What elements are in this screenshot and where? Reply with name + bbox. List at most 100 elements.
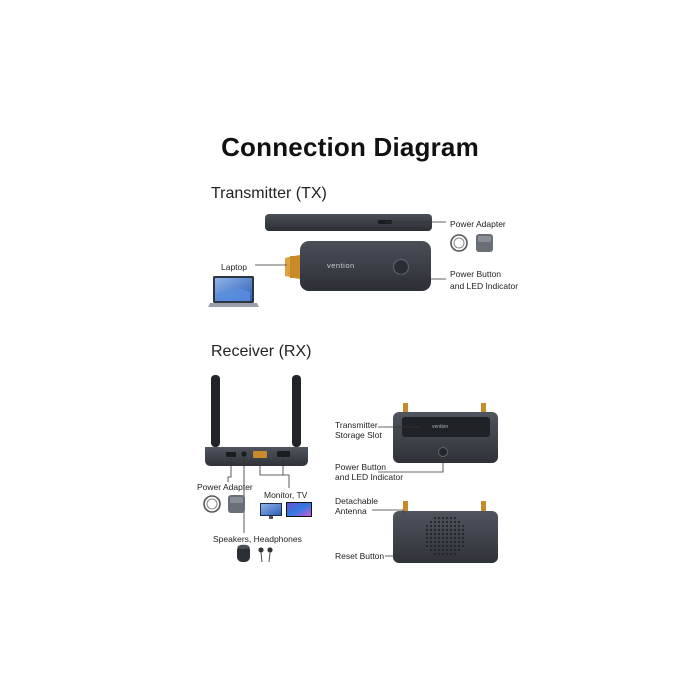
vent-hole bbox=[453, 528, 457, 532]
vent-hole bbox=[453, 520, 457, 524]
rx-audio-port bbox=[241, 451, 247, 457]
vent-hole bbox=[453, 524, 457, 528]
vent-hole bbox=[429, 548, 433, 552]
power-adapter-icon bbox=[450, 234, 493, 252]
vent-hole bbox=[433, 552, 437, 556]
vent-hole bbox=[433, 536, 437, 540]
vent-hole bbox=[429, 536, 433, 540]
vent-hole bbox=[441, 520, 445, 524]
vent-hole bbox=[457, 528, 461, 532]
vent-hole bbox=[453, 540, 457, 544]
rx-brand-logo: vention bbox=[432, 424, 449, 430]
vent-hole bbox=[433, 540, 437, 544]
rx-power-adapter-icon bbox=[203, 495, 245, 513]
vent-hole bbox=[453, 552, 457, 556]
vent-hole bbox=[449, 544, 453, 548]
speaker-icon bbox=[237, 544, 250, 562]
vent-hole bbox=[457, 524, 461, 528]
vent-hole bbox=[433, 532, 437, 536]
vent-hole bbox=[461, 544, 465, 548]
vent-hole bbox=[457, 532, 461, 536]
vent-hole bbox=[433, 520, 437, 524]
transmitter-storage-slot bbox=[402, 417, 490, 437]
vent-hole bbox=[449, 540, 453, 544]
rx-vga-port bbox=[253, 451, 267, 458]
vent-hole bbox=[461, 524, 465, 528]
vent-hole bbox=[457, 544, 461, 548]
vent-hole bbox=[445, 524, 449, 528]
vent-hole bbox=[441, 524, 445, 528]
vent-hole bbox=[461, 536, 465, 540]
vent-hole bbox=[441, 548, 445, 552]
tx-heading: Transmitter (TX) bbox=[211, 185, 327, 202]
vent-hole bbox=[433, 544, 437, 548]
vent-hole bbox=[449, 536, 453, 540]
vent-hole bbox=[437, 524, 441, 528]
vent-hole bbox=[425, 528, 429, 532]
vent-hole bbox=[449, 532, 453, 536]
vent-hole bbox=[461, 532, 465, 536]
vent-hole bbox=[461, 540, 465, 544]
vent-hole bbox=[429, 528, 433, 532]
vent-hole bbox=[433, 516, 437, 520]
vent-hole bbox=[445, 548, 449, 552]
vent-hole bbox=[437, 552, 441, 556]
vent-hole bbox=[453, 548, 457, 552]
tx-label-power-adapter: Power Adapter bbox=[450, 219, 506, 229]
vent-hole bbox=[441, 536, 445, 540]
vent-hole bbox=[441, 516, 445, 520]
vent-hole bbox=[449, 552, 453, 556]
tx-power-button bbox=[392, 258, 410, 276]
vent-hole bbox=[425, 544, 429, 548]
vent-hole bbox=[429, 524, 433, 528]
vent-hole bbox=[437, 520, 441, 524]
vent-hole bbox=[449, 516, 453, 520]
vent-hole bbox=[441, 540, 445, 544]
tx-label-laptop: Laptop bbox=[221, 262, 247, 272]
vent-hole bbox=[457, 536, 461, 540]
vent-hole bbox=[429, 540, 433, 544]
monitor-tv-icon bbox=[260, 502, 312, 519]
rx-heading: Receiver (RX) bbox=[211, 343, 312, 360]
vent-hole bbox=[445, 520, 449, 524]
vent-hole bbox=[429, 532, 433, 536]
vent-hole bbox=[457, 548, 461, 552]
vent-hole bbox=[449, 520, 453, 524]
rx-label-power-button-2: and LED Indicator bbox=[335, 472, 404, 482]
vent-hole bbox=[441, 528, 445, 532]
vent-hole bbox=[437, 536, 441, 540]
vent-hole bbox=[453, 532, 457, 536]
vent-hole bbox=[429, 520, 433, 524]
vent-hole bbox=[425, 536, 429, 540]
vent-hole bbox=[433, 524, 437, 528]
vent-hole bbox=[445, 552, 449, 556]
tx-top-view bbox=[265, 214, 432, 231]
vent-hole bbox=[437, 540, 441, 544]
vent-hole bbox=[453, 516, 457, 520]
tx-brand-logo: vention bbox=[327, 261, 355, 270]
rx-power-button bbox=[438, 447, 448, 457]
vent-hole bbox=[445, 544, 449, 548]
vent-hole bbox=[441, 552, 445, 556]
vent-hole bbox=[445, 532, 449, 536]
vent-hole bbox=[437, 516, 441, 520]
page-title: Connection Diagram bbox=[221, 132, 479, 162]
vent-hole bbox=[425, 532, 429, 536]
vent-hole bbox=[453, 536, 457, 540]
vent-hole bbox=[441, 532, 445, 536]
vent-hole bbox=[449, 528, 453, 532]
rx-bottom-view bbox=[393, 501, 498, 563]
vent-hole bbox=[437, 548, 441, 552]
vent-hole bbox=[445, 540, 449, 544]
headphones-icon bbox=[258, 547, 273, 563]
rx-top-view bbox=[393, 403, 498, 463]
vent-hole bbox=[441, 544, 445, 548]
tx-dongle bbox=[285, 241, 431, 291]
vent-hole bbox=[445, 528, 449, 532]
vent-hole bbox=[445, 516, 449, 520]
rx-label-reset-button: Reset Button bbox=[335, 551, 385, 561]
rx-label-storage-slot-1: Transmitter bbox=[335, 420, 378, 430]
laptop-icon bbox=[208, 276, 259, 307]
rx-label-storage-slot-2: Storage Slot bbox=[335, 430, 382, 440]
